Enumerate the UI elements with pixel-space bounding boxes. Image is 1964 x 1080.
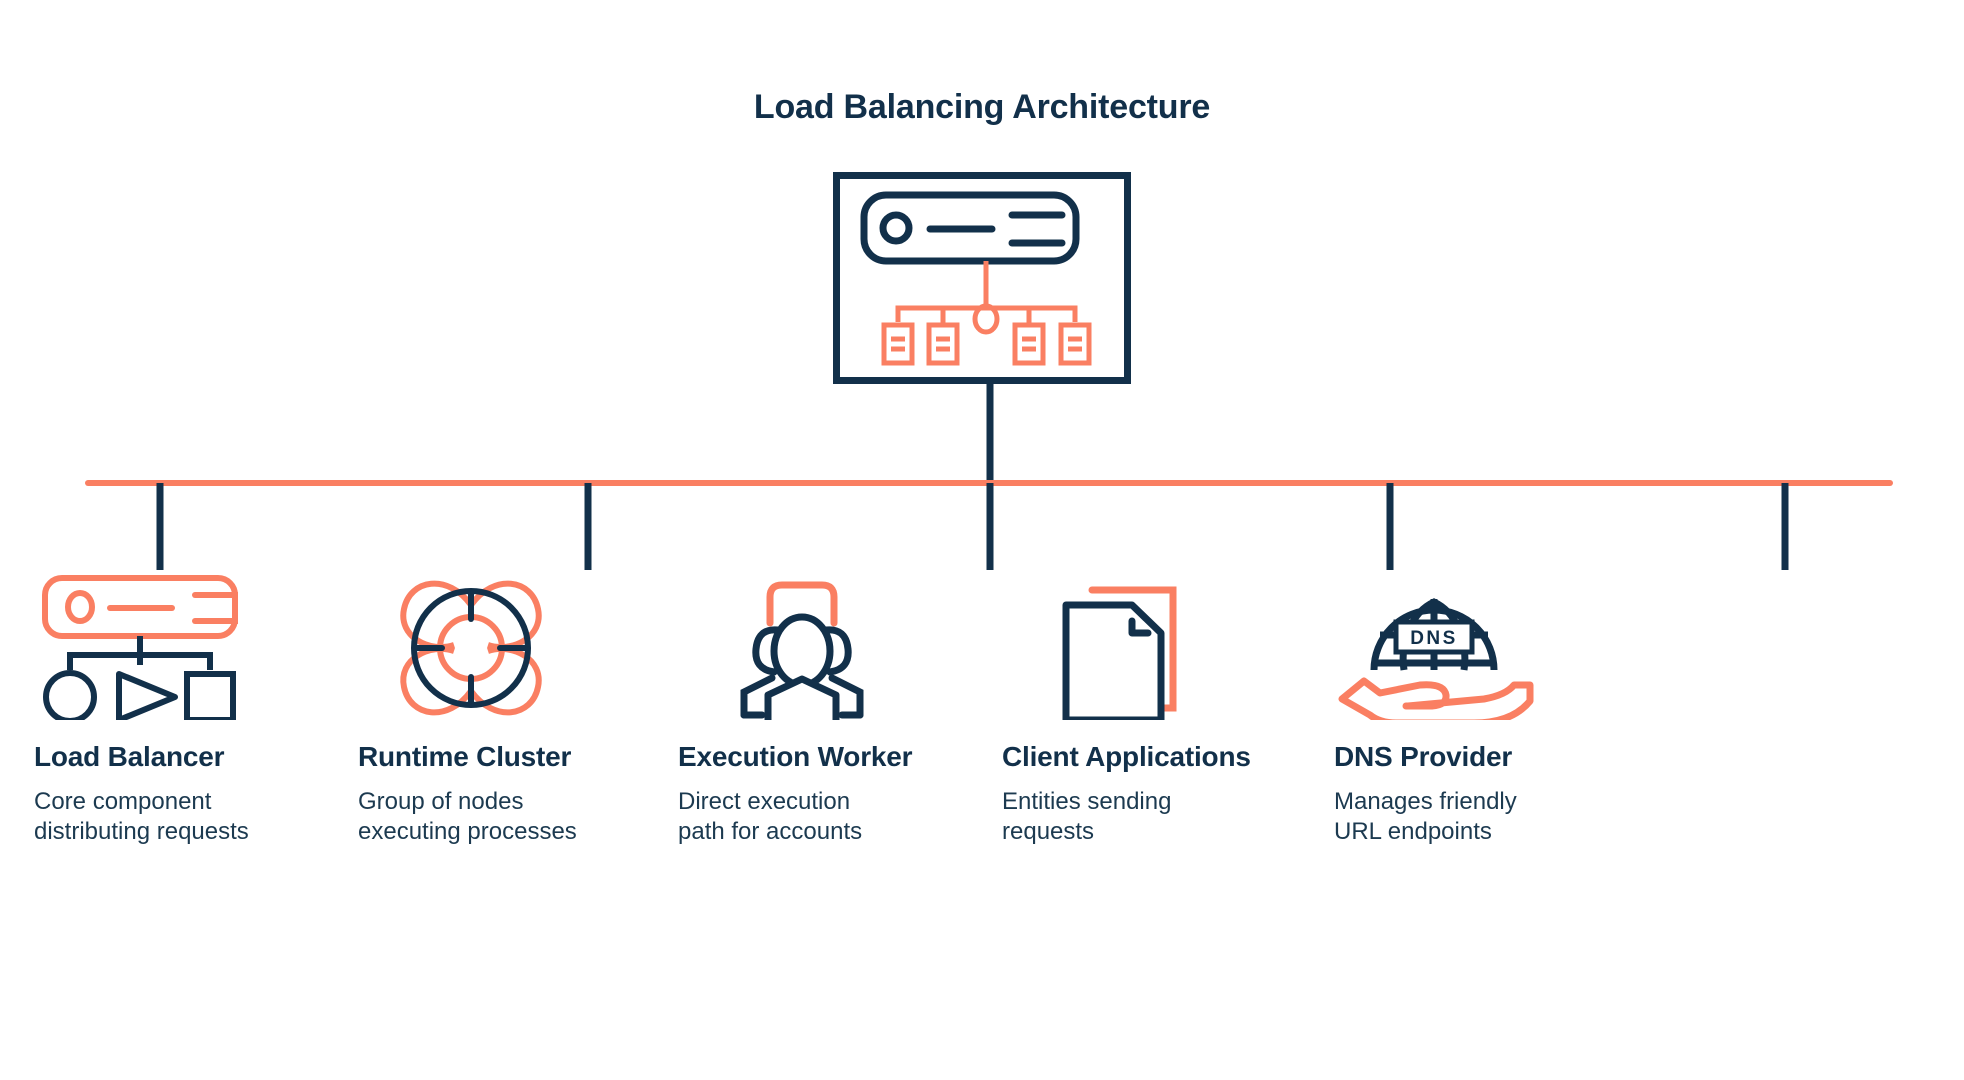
hero-icon-frame — [833, 172, 1131, 384]
desc-line-1: Group of nodes — [358, 787, 524, 815]
desc-line-1: Direct execution — [678, 787, 851, 815]
node-execution-worker[interactable]: Execution Worker Direct execution path f… — [678, 560, 1008, 846]
desc-line-1: Manages friendly — [1334, 787, 1517, 815]
node-title: Execution Worker — [678, 741, 913, 772]
desc-line-2: executing processes — [358, 817, 577, 845]
desc-line-2: requests — [1002, 817, 1095, 845]
node-title: Client Applications — [1002, 741, 1251, 772]
desc-line-1: Core component — [34, 787, 212, 815]
node-title: Runtime Cluster — [358, 741, 572, 772]
document-icon — [1062, 586, 1177, 720]
node-title: DNS Provider — [1334, 741, 1513, 772]
node-load-balancer[interactable]: Load Balancer Core component distributin… — [34, 560, 364, 846]
desc-line-1: Entities sending — [1002, 787, 1172, 815]
load-balancer-hero-icon — [860, 191, 1092, 366]
desc-line-2: distributing requests — [34, 817, 249, 845]
node-description: Manages friendly URL endpoints — [1334, 787, 1664, 847]
node-icon-wrap — [678, 560, 1008, 720]
node-list: Load Balancer Core component distributin… — [0, 560, 1964, 960]
connector-lines — [85, 384, 1893, 570]
desc-line-2: URL endpoints — [1334, 817, 1492, 845]
node-icon-wrap — [34, 560, 364, 720]
node-dns-provider[interactable]: DNS DNS Provider Manages friendly URL en… — [1334, 560, 1664, 846]
node-description: Core component distributing requests — [34, 787, 364, 847]
node-client-applications[interactable]: Client Applications Entities sending req… — [1002, 560, 1332, 846]
node-description: Group of nodes executing processes — [358, 787, 688, 847]
node-title: Load Balancer — [34, 741, 225, 772]
life-ring-cluster-icon — [400, 580, 542, 716]
node-description: Direct execution path for accounts — [678, 787, 1008, 847]
page-title: Load Balancing Architecture — [753, 88, 1211, 126]
node-description: Entities sending requests — [1002, 787, 1332, 847]
node-icon-wrap — [358, 560, 688, 720]
dns-badge-label: DNS — [1410, 628, 1458, 649]
node-runtime-cluster[interactable]: Runtime Cluster Group of nodes executing… — [358, 560, 688, 846]
node-icon-wrap: DNS — [1334, 560, 1664, 720]
load-balancer-icon — [42, 575, 238, 720]
node-icon-wrap — [1002, 560, 1332, 720]
user-group-icon — [740, 581, 864, 720]
dns-globe-hand-icon: DNS — [1338, 598, 1534, 720]
desc-line-2: path for accounts — [678, 817, 863, 845]
